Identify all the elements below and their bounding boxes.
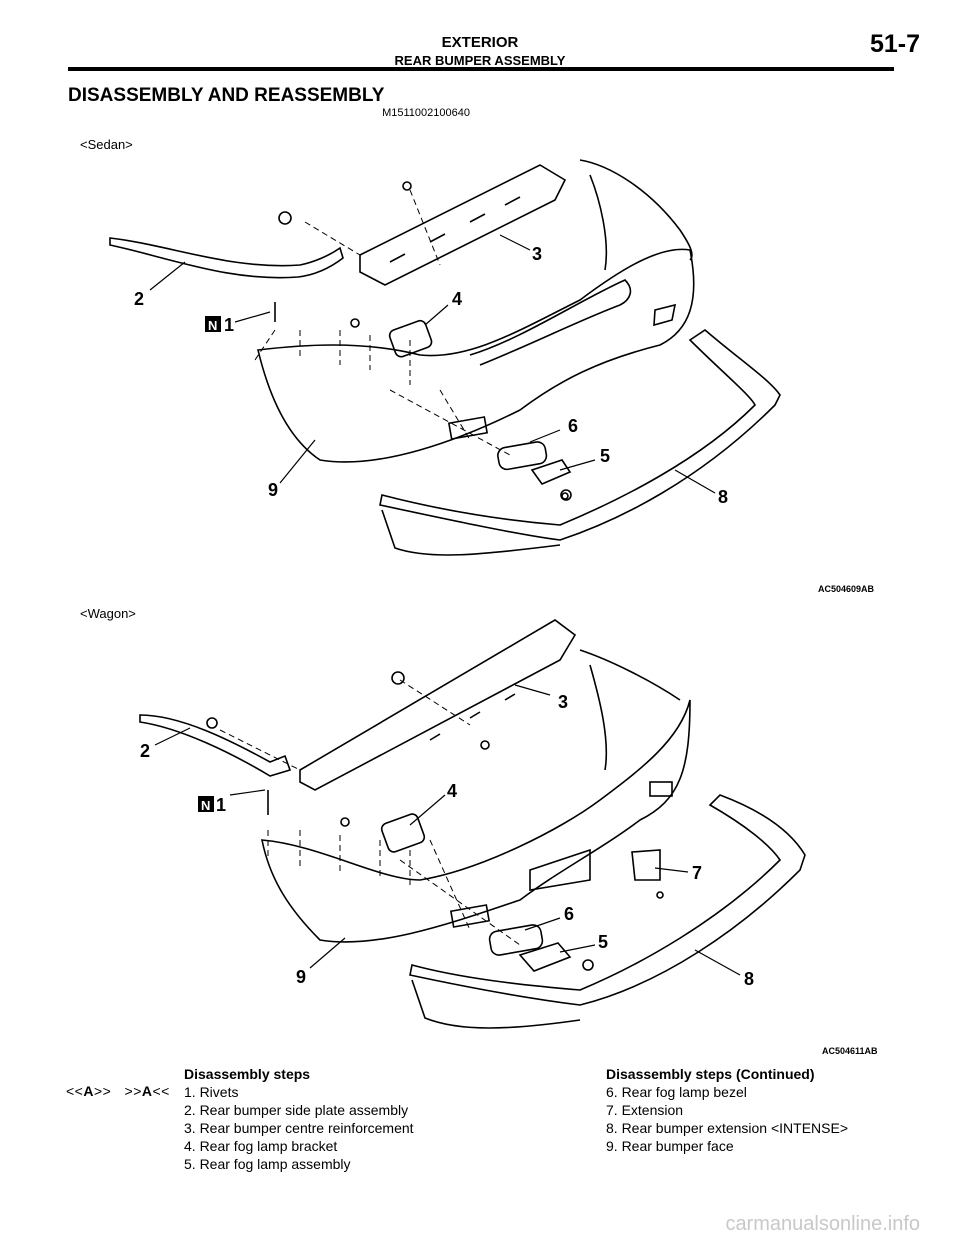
step-item: 9. Rear bumper face bbox=[606, 1138, 734, 1154]
wagon-bumper-face bbox=[261, 699, 691, 943]
sedan-callout-6: 6 bbox=[568, 416, 578, 436]
sedan-callout-3: 3 bbox=[532, 244, 542, 264]
sedan-figure-id: AC504609AB bbox=[818, 584, 875, 594]
wagon-extension bbox=[631, 849, 661, 881]
sedan-callout-4: 4 bbox=[452, 289, 462, 309]
wagon-exploded-diagram: 3 2 4 N 1 7 6 5 8 9 bbox=[139, 619, 806, 1029]
step-item: 5. Rear fog lamp assembly bbox=[184, 1156, 351, 1172]
watermark: carmanualsonline.info bbox=[725, 1213, 920, 1235]
sedan-bumper-extension bbox=[379, 328, 781, 541]
steps-heading: Disassembly steps bbox=[184, 1066, 311, 1082]
wagon-callout-1: 1 bbox=[216, 795, 226, 815]
wagon-callout-6: 6 bbox=[564, 904, 574, 924]
sedan-callout-5: 5 bbox=[600, 446, 610, 466]
step-item: 8. Rear bumper extension <INTENSE> bbox=[606, 1120, 849, 1136]
wagon-callout-4: 4 bbox=[447, 781, 457, 801]
wagon-bumper-extension bbox=[409, 794, 806, 1006]
sedan-bumper-face bbox=[257, 248, 695, 463]
page-title: DISASSEMBLY AND REASSEMBLY bbox=[68, 85, 385, 106]
wagon-callout-9: 9 bbox=[296, 967, 306, 987]
step-item: 2. Rear bumper side plate assembly bbox=[184, 1102, 409, 1118]
subsection-title: REAR BUMPER ASSEMBLY bbox=[394, 53, 566, 68]
wagon-callout-8: 8 bbox=[744, 969, 754, 989]
wagon-reinforcement bbox=[299, 619, 577, 791]
steps-continued-heading: Disassembly steps (Continued) bbox=[606, 1066, 815, 1082]
sedan-callout-2: 2 bbox=[134, 289, 144, 309]
sedan-callout-1: 1 bbox=[224, 315, 234, 335]
section-title: EXTERIOR bbox=[441, 34, 519, 51]
wagon-callout-7: 7 bbox=[692, 863, 702, 883]
wagon-callout-2: 2 bbox=[140, 741, 150, 761]
step-item: 3. Rear bumper centre reinforcement bbox=[184, 1120, 414, 1136]
page-number: 51-7 bbox=[869, 30, 920, 58]
wagon-figure-id: AC504611AB bbox=[822, 1046, 878, 1056]
sedan-callout-9: 9 bbox=[268, 480, 278, 500]
wagon-diagram-label: <Wagon> bbox=[80, 606, 136, 621]
service-reference-marks: <<A>> >>A<< bbox=[66, 1083, 170, 1099]
step-item: 7. Extension bbox=[606, 1102, 684, 1118]
document-code: M1511002100640 bbox=[382, 107, 470, 119]
disassembly-steps-continued-list: Disassembly steps (Continued) 6. Rear fo… bbox=[606, 1065, 848, 1155]
wagon-callout-5: 5 bbox=[598, 932, 608, 952]
sedan-new-part-marker: N bbox=[208, 318, 217, 333]
sedan-diagram-label: <Sedan> bbox=[80, 137, 133, 152]
disassembly-steps-list: Disassembly steps 1. Rivets 2. Rear bump… bbox=[184, 1065, 414, 1173]
sedan-reinforcement bbox=[359, 164, 567, 286]
sedan-callout-8: 8 bbox=[718, 487, 728, 507]
wagon-new-part-marker: N bbox=[201, 798, 210, 813]
wagon-side-plate bbox=[139, 714, 292, 777]
step-item: 4. Rear fog lamp bracket bbox=[184, 1138, 338, 1154]
sedan-exploded-diagram: 3 2 4 N 1 6 5 8 9 bbox=[109, 159, 781, 556]
step-item: 6. Rear fog lamp bezel bbox=[606, 1084, 747, 1100]
step-item: 1. Rivets bbox=[184, 1084, 239, 1100]
wagon-callout-3: 3 bbox=[558, 692, 568, 712]
sedan-side-plate bbox=[109, 237, 344, 279]
header-rule bbox=[68, 67, 894, 71]
